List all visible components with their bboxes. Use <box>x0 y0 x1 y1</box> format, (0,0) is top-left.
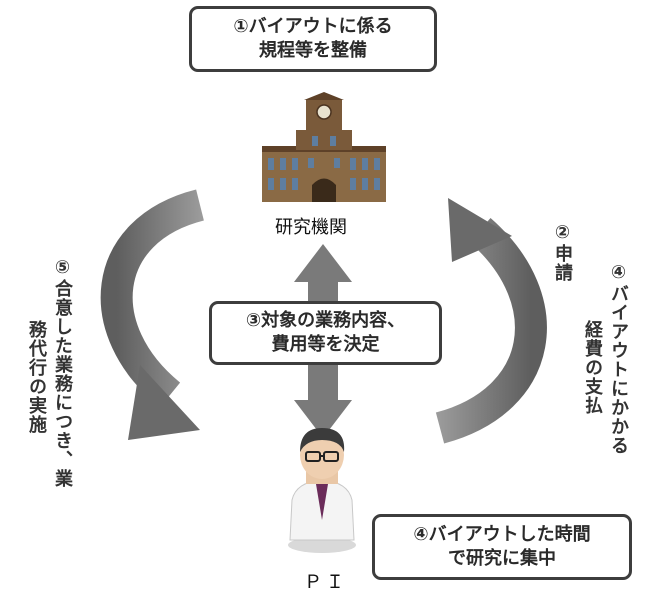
step2-label: ②申請 <box>552 222 573 282</box>
step1-line2: 規程等を整備 <box>259 40 367 61</box>
step3-line1: ③対象の業務内容、 <box>245 310 406 331</box>
step4-label-b: 経費の支払 <box>582 320 603 415</box>
left-curved-arrow <box>100 189 205 440</box>
pi-label: ＰＩ <box>304 572 348 593</box>
step1-line1: ①バイアウトに係る <box>233 16 393 37</box>
step4b-box: ④バイアウトした時間 で研究に集中 <box>372 514 632 580</box>
right-curved-arrow <box>435 198 547 444</box>
step4b-line2: で研究に集中 <box>448 548 556 569</box>
step5-label-b: 務代行の実施 <box>26 320 47 434</box>
step3-line2: 費用等を決定 <box>271 334 380 355</box>
step3-box: ③対象の業務内容、 費用等を決定 <box>209 301 442 365</box>
step4-label: ④バイアウトにかかる <box>608 262 629 455</box>
pi-person-icon <box>288 428 356 553</box>
university-building-icon <box>262 92 386 202</box>
step4b-line1: ④バイアウトした時間 <box>413 524 591 545</box>
step1-box: ①バイアウトに係る 規程等を整備 <box>189 6 437 72</box>
step5-label: ⑤合意した業務につき、業 <box>52 257 73 488</box>
institution-label: 研究機関 <box>275 217 347 238</box>
